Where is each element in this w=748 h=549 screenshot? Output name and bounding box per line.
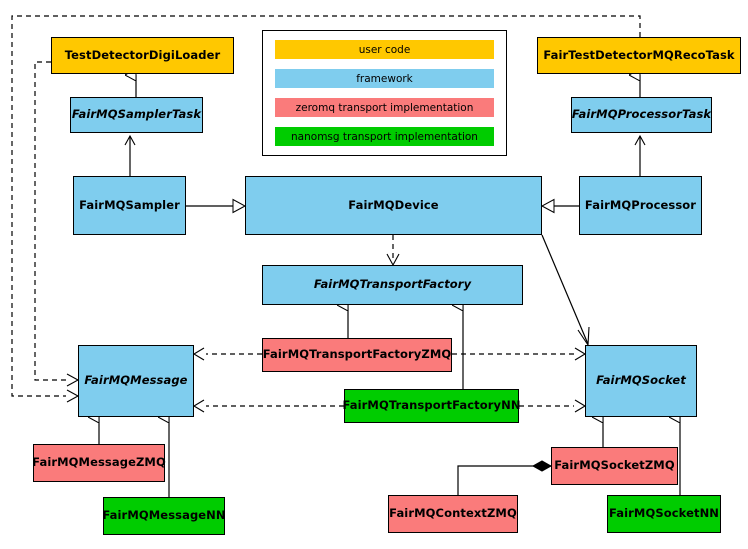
class-node-label: FairMQContextZMQ xyxy=(389,506,517,521)
class-node-label: FairMQDevice xyxy=(348,197,439,212)
edge-socketzmq-composition-contextzmq xyxy=(457,460,553,495)
class-node-label: FairMQSampler xyxy=(79,197,180,212)
class-node-TestDetectorDigiLoader[interactable]: TestDetectorDigiLoader xyxy=(51,37,234,74)
class-node-FairMQSocket[interactable]: FairMQSocket xyxy=(585,345,697,417)
class-node-FairMQSamplerTask[interactable]: FairMQSamplerTask xyxy=(70,97,203,133)
class-node-label: FairMQMessage xyxy=(84,373,188,388)
legend-item-zeromq: zeromq transport implementation xyxy=(275,98,494,117)
class-node-label: FairMQSocketZMQ xyxy=(554,458,675,473)
class-node-label: TestDetectorDigiLoader xyxy=(64,47,221,62)
edge-factoryzmq-to-message xyxy=(192,347,262,361)
class-node-label: FairMQSocketNN xyxy=(608,506,720,521)
class-node-FairMQTransportFactoryZMQ[interactable]: FairMQTransportFactoryZMQ xyxy=(262,338,452,372)
edge-device-to-transportfactory xyxy=(386,235,400,267)
edge-processor-to-device xyxy=(540,198,579,214)
legend-item-nanomsg: nanomsg transport implementation xyxy=(275,127,494,146)
class-node-FairMQSampler[interactable]: FairMQSampler xyxy=(73,176,186,235)
legend: user code framework zeromq transport imp… xyxy=(262,30,507,156)
class-node-FairMQTransportFactoryNN[interactable]: FairMQTransportFactoryNN xyxy=(342,389,521,423)
edge-factoryzmq-to-socket xyxy=(452,347,587,361)
class-node-label: FairTestDetectorMQRecoTask xyxy=(543,47,735,62)
legend-item-framework: framework xyxy=(275,69,494,88)
class-node-FairMQDevice[interactable]: FairMQDevice xyxy=(245,176,542,235)
class-node-label: FairMQMessageNN xyxy=(102,508,226,523)
edge-sampler-to-device xyxy=(186,198,247,214)
class-node-FairTestDetectorMQRecoTask[interactable]: FairTestDetectorMQRecoTask xyxy=(537,37,741,74)
legend-label-user-code: user code xyxy=(358,43,411,56)
legend-label-framework: framework xyxy=(356,72,413,85)
class-node-FairMQMessageZMQ[interactable]: FairMQMessageZMQ xyxy=(32,444,166,482)
class-node-FairMQSocketZMQ[interactable]: FairMQSocketZMQ xyxy=(551,447,678,485)
class-node-FairMQSocketNN[interactable]: FairMQSocketNN xyxy=(607,495,721,533)
class-node-FairMQMessage[interactable]: FairMQMessage xyxy=(78,345,194,417)
class-node-FairMQTransportFactory[interactable]: FairMQTransportFactory xyxy=(262,265,523,305)
class-node-label: FairMQSocket xyxy=(596,373,686,388)
class-node-label: FairMQTransportFactoryNN xyxy=(342,398,521,413)
class-node-label: FairMQProcessorTask xyxy=(571,107,712,122)
class-node-label: FairMQTransportFactory xyxy=(313,277,472,292)
legend-item-user-code: user code xyxy=(275,40,494,59)
edge-factorynn-to-message xyxy=(192,399,344,413)
legend-label-zeromq: zeromq transport implementation xyxy=(295,101,474,114)
class-node-FairMQMessageNN[interactable]: FairMQMessageNN xyxy=(102,497,226,535)
class-node-FairMQContextZMQ[interactable]: FairMQContextZMQ xyxy=(388,495,518,533)
class-node-FairMQProcessorTask[interactable]: FairMQProcessorTask xyxy=(571,97,712,133)
class-node-FairMQProcessor[interactable]: FairMQProcessor xyxy=(579,176,702,235)
class-node-label: FairMQSamplerTask xyxy=(71,107,202,122)
class-node-label: FairMQTransportFactoryZMQ xyxy=(262,347,452,362)
class-node-label: FairMQMessageZMQ xyxy=(32,455,166,470)
legend-label-nanomsg: nanomsg transport implementation xyxy=(291,130,478,143)
edge-factorynn-to-socket xyxy=(519,399,587,413)
edge-device-to-socket xyxy=(541,234,590,347)
class-node-label: FairMQProcessor xyxy=(584,197,697,212)
